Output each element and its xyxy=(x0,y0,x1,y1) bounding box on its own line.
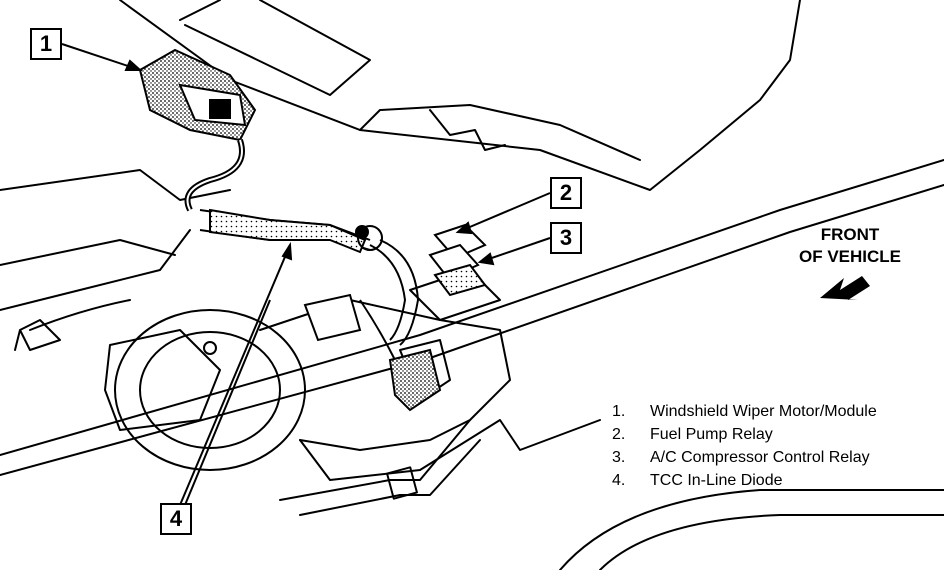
leader-lines xyxy=(61,43,551,506)
legend-number: 1. xyxy=(612,402,626,420)
diode-connector xyxy=(303,293,442,412)
fender-line xyxy=(0,169,231,201)
relays xyxy=(428,223,487,297)
wheel-arch xyxy=(559,489,944,570)
wiper-motor xyxy=(138,48,257,142)
air-cleaner xyxy=(114,309,306,471)
legend-text: Fuel Pump Relay xyxy=(650,425,773,443)
front-arrow xyxy=(820,276,870,300)
bracket xyxy=(429,109,506,151)
legend-text: TCC In-Line Diode xyxy=(650,471,783,489)
legend-text: A/C Compressor Control Relay xyxy=(650,448,870,466)
legend-item: 1. Windshield Wiper Motor/Module xyxy=(612,400,877,423)
cowl-edge xyxy=(359,104,641,161)
harness-sleeve xyxy=(209,208,367,254)
diagonal-brace-bottom xyxy=(0,184,944,476)
front-label-line1: FRONT xyxy=(820,225,880,244)
legend-item: 4. TCC In-Line Diode xyxy=(612,469,877,492)
engine-block xyxy=(259,299,511,451)
air-duct xyxy=(104,329,221,431)
callout-4: 4 xyxy=(160,503,192,535)
legend-item: 3. A/C Compressor Control Relay xyxy=(612,446,877,469)
callout-3: 3 xyxy=(550,222,582,254)
legend-number: 2. xyxy=(612,425,626,443)
lower-hose xyxy=(279,419,471,501)
legend: 1. Windshield Wiper Motor/Module 2. Fuel… xyxy=(612,400,877,492)
legend-text: Windshield Wiper Motor/Module xyxy=(650,402,877,420)
legend-number: 3. xyxy=(612,448,626,466)
callout-2: 2 xyxy=(550,177,582,209)
inner-fender xyxy=(0,229,191,311)
cowl-outline xyxy=(119,0,801,191)
legend-number: 4. xyxy=(612,471,626,489)
callout-1: 1 xyxy=(30,28,62,60)
engine-lower xyxy=(299,419,601,481)
front-label-line2: OF VEHICLE xyxy=(798,247,901,266)
legend-item: 2. Fuel Pump Relay xyxy=(612,423,877,446)
front-of-vehicle-label: FRONT OF VEHICLE xyxy=(780,224,920,268)
fender-lower xyxy=(0,239,176,266)
hose-left xyxy=(29,299,131,331)
cowl-vent xyxy=(179,0,371,96)
